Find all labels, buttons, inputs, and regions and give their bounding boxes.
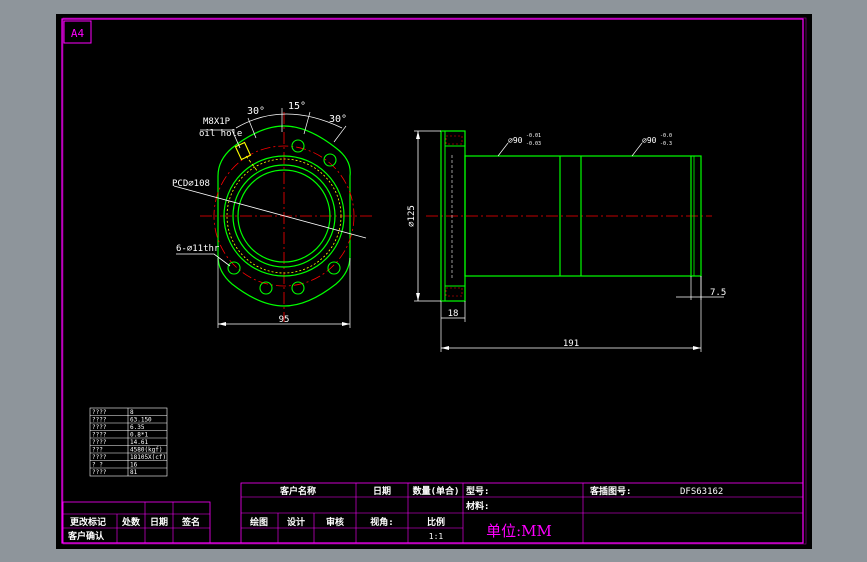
thread-circle bbox=[226, 158, 342, 274]
spec-key: ???? bbox=[92, 424, 107, 431]
spec-value: 63.150 bbox=[130, 417, 152, 424]
design-label: 设计 bbox=[287, 516, 305, 528]
oil-hole bbox=[234, 141, 259, 173]
sheet-size-label: A4 bbox=[71, 27, 85, 40]
spec-key: ???? bbox=[92, 439, 107, 446]
spec-value: 14.61 bbox=[130, 439, 148, 446]
flange-dia-label: ⌀125 bbox=[407, 205, 417, 227]
dia-small-tol-upper: -0.01 bbox=[526, 133, 541, 139]
revision-mark-label: 更改标记 bbox=[70, 516, 106, 528]
spec-value: 16 bbox=[130, 462, 138, 469]
bolt-holes bbox=[227, 139, 341, 295]
thread-label: M8X1P bbox=[203, 117, 231, 127]
review-label: 审核 bbox=[326, 516, 344, 528]
dia-large-tol-upper: -0.0 bbox=[660, 133, 672, 139]
angle-right-label: 30° bbox=[329, 114, 347, 125]
title-block: 客户名称 日期 数量(单合) 型号: 客插图号: 材料: 绘图 设计 审核 视角… bbox=[240, 482, 804, 544]
spec-table: ???? 8 ???? 63.150 ???? 6.35 ???? 0.8*1 … bbox=[89, 407, 168, 477]
revision-date-label: 日期 bbox=[150, 516, 168, 528]
view-angle-label: 视角: bbox=[370, 516, 393, 528]
angle-dim-arc bbox=[235, 113, 343, 129]
customer-name-label: 客户名称 bbox=[279, 485, 316, 497]
angle-left-label: 30° bbox=[247, 106, 265, 117]
spec-key: ???? bbox=[92, 409, 107, 416]
revision-count-label: 处数 bbox=[121, 516, 141, 528]
spec-key: ??? bbox=[92, 447, 103, 454]
dia-large-label: ⌀90 bbox=[642, 136, 657, 145]
spec-value: 0.8*1 bbox=[130, 432, 148, 439]
flange-outline bbox=[217, 125, 351, 307]
body-mid-circle bbox=[232, 164, 336, 268]
customer-confirm-label: 客户确认 bbox=[67, 530, 105, 542]
sheet-size-tag: A4 bbox=[63, 20, 92, 44]
spec-key: ???? bbox=[92, 469, 107, 476]
spec-key: ? ? bbox=[92, 462, 103, 469]
scale-label: 比例 bbox=[427, 516, 445, 528]
body-outer-circle bbox=[223, 155, 345, 277]
side-view: ⌀90 -0.01 -0.03 ⌀90 -0.0 -0.3 ⌀125 7.5 1… bbox=[407, 130, 726, 352]
model-label: 型号: bbox=[466, 485, 489, 497]
spec-value: 8 bbox=[130, 409, 134, 416]
side-body bbox=[464, 155, 702, 277]
spec-value: 18105X(cf) bbox=[130, 454, 166, 461]
pcd-leader bbox=[173, 185, 367, 239]
bolt-hole bbox=[291, 281, 305, 295]
flange-width-label: 18 bbox=[448, 309, 459, 319]
bolt-hole bbox=[327, 261, 341, 275]
width-dim-label: 95 bbox=[279, 315, 290, 325]
drawing-no-label: 客插图号: bbox=[589, 485, 631, 497]
pcd-circle bbox=[213, 145, 355, 287]
bolt-hole-label: 6-⌀11thr bbox=[176, 244, 220, 254]
unit-label: 单位:MM bbox=[486, 522, 552, 540]
spec-key: ???? bbox=[92, 417, 107, 424]
bolt-hole bbox=[227, 261, 241, 275]
scale-value: 1:1 bbox=[429, 532, 444, 541]
bolt-hole bbox=[323, 153, 337, 167]
drawing-paper bbox=[56, 14, 812, 549]
dia-small-leader bbox=[497, 142, 509, 157]
spec-key: ???? bbox=[92, 454, 107, 461]
bolt-hole bbox=[291, 139, 305, 153]
bolt-hole-leader bbox=[176, 253, 231, 267]
material-label: 材料: bbox=[465, 500, 489, 512]
revision-block: 更改标记 处数 日期 签名 客户确认 bbox=[62, 501, 211, 544]
bolt-hole bbox=[259, 281, 273, 295]
front-view: 30° 15° 30° M8X1P oil hole PCD⌀108 6-⌀11… bbox=[172, 101, 372, 328]
dia-small-label: ⌀90 bbox=[508, 136, 523, 145]
end-width-label: 7.5 bbox=[710, 288, 726, 298]
dia-small-tol-lower: -0.03 bbox=[526, 141, 541, 147]
pcd-label: PCD⌀108 bbox=[172, 179, 210, 189]
spec-value: 4580(kgf) bbox=[130, 447, 163, 454]
quantity-label: 数量(单合) bbox=[413, 485, 460, 497]
dia-large-tol-lower: -0.3 bbox=[660, 141, 672, 147]
revision-sign-label: 签名 bbox=[181, 516, 200, 528]
oil-hole-label: oil hole bbox=[199, 129, 242, 139]
dia-large-leader bbox=[631, 142, 643, 157]
spec-value: 81 bbox=[130, 469, 138, 476]
spec-key: ???? bbox=[92, 432, 107, 439]
drawing-no-value: DFS63162 bbox=[680, 487, 723, 497]
thread-leader bbox=[200, 129, 241, 149]
total-length-label: 191 bbox=[563, 339, 579, 349]
bore-circle bbox=[237, 169, 331, 263]
drawn-label: 绘图 bbox=[250, 516, 268, 528]
spec-value: 6.35 bbox=[130, 424, 145, 431]
date-label: 日期 bbox=[373, 485, 391, 497]
angle-mid-label: 15° bbox=[288, 101, 306, 112]
inner-frame bbox=[62, 17, 807, 545]
